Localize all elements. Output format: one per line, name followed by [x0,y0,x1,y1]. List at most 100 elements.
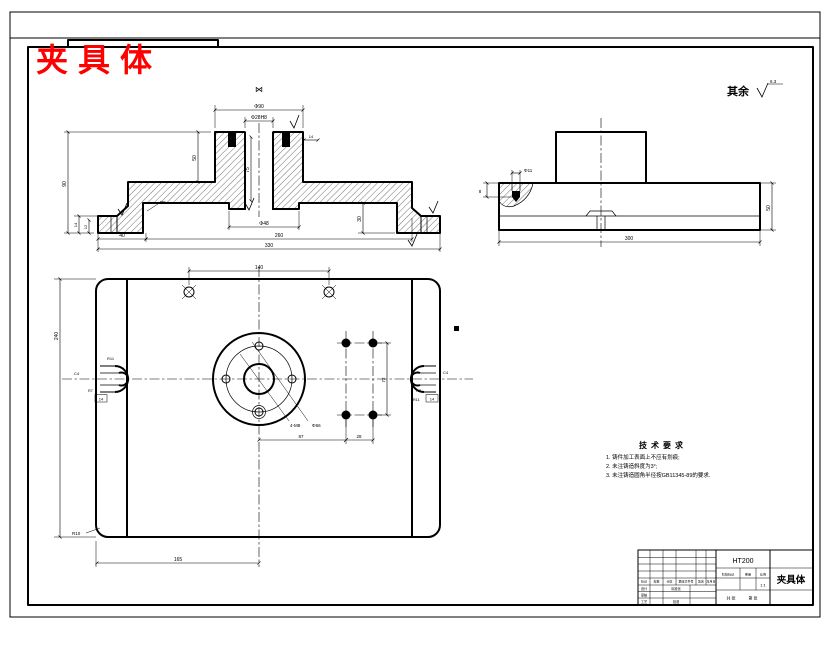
header-cell: 标记 [641,579,647,584]
roughness-icon [756,82,769,98]
tech-requirements: 技术要求 1. 铸件加工表面上不应有划痕; 2. 未注铸造斜度为3°; 3. 未… [606,440,711,479]
dim-label: 50 [192,155,198,161]
dim-label: 240 [54,332,60,341]
roughness-icon [428,200,439,214]
tapped-hole-right [282,132,290,147]
front-view: ⋈ [62,85,442,252]
row-label: 批准 [673,599,680,604]
dim-label: 260 [275,233,284,239]
center-boss [212,332,309,426]
dim-label: R7 [88,389,93,393]
mark [454,326,459,331]
page-title: 夹具体 [36,42,162,78]
dim-label: C4 [74,371,80,376]
tech-requirement-item: 2. 未注铸造斜度为3°; [606,462,658,470]
dim-label: R11 [107,356,115,361]
weight-label: 重量 [745,572,751,577]
dim-label: 165 [174,557,183,563]
sheet-total: 共 张 [726,595,735,601]
part-name: 夹具体 [776,574,806,586]
drill-hole [512,191,520,202]
dim-label: 30 [357,216,363,222]
sheet-no: 第 张 [748,595,757,601]
tapped-hole-left [228,132,236,147]
left-u-slot [100,365,129,393]
header-cell: 签名 [698,579,704,584]
top-hole-left [181,284,197,300]
row-label: 设计 [641,586,648,591]
dim-label: 87 [298,434,304,439]
dim-label: 75 [245,167,251,173]
dim-label: 90 [62,181,68,187]
tech-requirement-item: 1. 铸件加工表面上不应有划痕; [606,453,680,461]
side-notch [585,210,617,217]
border-frame [9,11,821,618]
roughness-icon [407,233,418,247]
hole-pattern [337,331,382,427]
right-u-slot [410,365,436,393]
top-hole-right [321,284,337,300]
dim-label: 12 [83,224,88,229]
dim-frame [425,394,439,403]
tech-requirement-item: 3. 未注铸造圆角半径按GB11345-89的要求. [606,471,711,479]
header-cell: 年月日 [706,579,715,584]
dim-label: C4 [443,370,449,375]
dim-frame [94,394,108,403]
dim-label: R10 [72,531,81,536]
side-view: Φ11 8 300 50 [479,118,776,247]
dim-label: 14 [99,397,104,402]
dim-label: Φ28H8 [251,115,267,121]
material-label: HT200 [732,558,753,565]
title-block-frame [637,549,814,606]
plan-view: 4-M8 Φ66 C4 R7 R11 14 R11 C4 R7 [54,265,473,567]
border-tab [67,39,219,47]
dim-label: 300 [625,236,634,242]
surface-note: 其余 6.3 [727,79,783,98]
revision-grid [638,550,716,605]
dim-label: 8 [479,189,482,194]
right-ear-slot [420,215,441,234]
section-symbol-icon: ⋈ [255,85,263,94]
roughness-icon [117,202,128,216]
dim-label: 330 [265,243,274,249]
dim-label: Φ11 [524,168,533,173]
dim-label: Φ48 [259,221,269,227]
left-ear-slot [97,215,118,234]
header-cell: 处数 [653,579,659,584]
dim-label: 14 [309,134,314,139]
scale-value: 1:1 [760,583,766,588]
outer-border [9,11,821,618]
leader-line [239,353,290,422]
tech-requirements-title: 技术要求 [639,440,687,450]
inner-border [27,46,814,606]
dim-label: R5 [160,200,166,205]
side-base [498,182,761,231]
plan-dimension-lines [54,267,391,567]
roughness-value: 6.3 [770,79,777,84]
dim-label: Φ90 [254,104,264,110]
dim-label: 40 [119,233,125,239]
row-label: 工艺 [641,599,647,604]
dim-label: 4-M8 [290,423,301,428]
dim-label: 14 [430,397,435,402]
row-label: 审核 [641,593,648,598]
front-dimension-lines [66,108,442,251]
header-cell: 分区 [666,579,672,584]
scale-label: 比例 [760,572,766,577]
dim-label: 14 [73,222,78,227]
dim-label: Φ66 [312,423,321,428]
dim-label: 50 [766,205,772,211]
dim-label: R7 [416,389,421,393]
dim-label: 28 [356,434,362,439]
dim-label: 140 [255,265,264,271]
roughness-icon [289,114,300,129]
title-block: 标记 处数 分区 更改文件号 签名 年月日 设计 审核 工艺 标准化 批准 HT… [637,549,814,606]
stage-label: 阶段标记 [722,572,734,577]
header-cell: 更改文件号 [678,579,693,584]
dim-label: R11 [413,398,420,402]
dim-label: 72 [381,377,386,383]
row-label: 标准化 [671,586,681,591]
leader-line [251,341,309,422]
side-dimension-lines [483,170,776,246]
